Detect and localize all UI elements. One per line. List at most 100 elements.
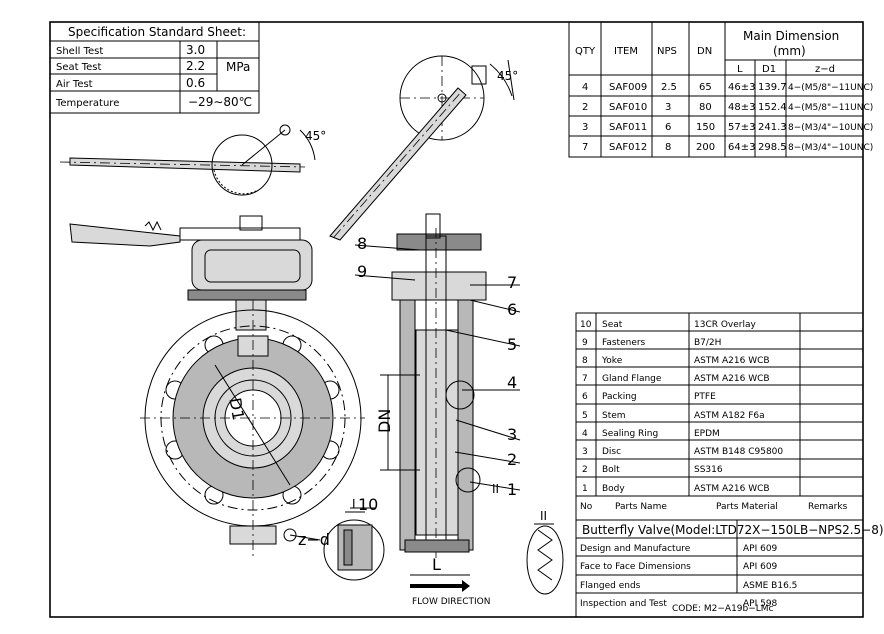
valve-section-view: DN L FLOW DIRECTION 8 9 7 6 5 4 3 2 1 II…	[350, 213, 521, 607]
dim-header-d1: D1	[762, 64, 776, 75]
callout-5: 5	[507, 335, 517, 354]
callout-10: 10	[358, 495, 378, 514]
dim-cell-item: SAF009	[609, 82, 647, 93]
dim-cell-l: 64±3	[728, 142, 755, 153]
angle-label-top: 45°	[497, 69, 518, 83]
dim-header-dn: DN	[697, 46, 712, 57]
dim-cell-item: SAF012	[609, 142, 647, 153]
part-row: 9 Fasteners B7/2H	[582, 338, 721, 348]
dim-cell-zd: 4−(M5/8"−11UNC)	[788, 103, 873, 113]
dim-cell-dn: 65	[699, 82, 712, 93]
dim-cell-qty: 3	[582, 122, 588, 133]
dim-cell-qty: 7	[582, 142, 588, 153]
part-material: ASTM A216 WCB	[694, 356, 770, 366]
part-no: 4	[582, 429, 588, 439]
dim-header-l: L	[737, 64, 743, 75]
callout-7: 7	[507, 273, 517, 292]
part-name: Bolt	[602, 465, 620, 475]
dim-cell-d1: 139.7	[758, 82, 787, 93]
detail-2-marker: II	[492, 482, 499, 496]
lever-side-view: 45°	[59, 124, 326, 196]
dim-cell-dn: 200	[696, 142, 715, 153]
standard-name: Face to Face Dimensions	[580, 562, 691, 572]
dim-cell-dn: 150	[696, 122, 715, 133]
callout-9: 9	[357, 262, 367, 281]
part-material: 13CR Overlay	[694, 320, 757, 330]
dim-cell-l: 46±3	[728, 82, 755, 93]
standard-value: ASME B16.5	[743, 581, 797, 591]
parts-header-material: Parts Material	[716, 502, 778, 512]
spec-row-value: 0.6	[186, 76, 205, 90]
part-name: Fasteners	[602, 338, 646, 348]
spec-row-name: Air Test	[56, 79, 93, 90]
dim-cell-item: SAF011	[609, 122, 647, 133]
part-name: Packing	[602, 392, 637, 402]
dim-cell-d1: 152.4	[758, 102, 787, 113]
operator-front-view	[69, 215, 313, 331]
part-row: 7 Gland Flange ASTM A216 WCB	[582, 374, 770, 384]
standard-value: API 609	[743, 544, 778, 554]
detail-2-label: II	[540, 509, 547, 523]
drawing-code: CODE: M2−A19b−LMc	[672, 604, 774, 614]
spec-temp-value: −29∼80℃	[188, 95, 252, 109]
parts-header-name: Parts Name	[615, 502, 667, 512]
dn-label: DN	[375, 409, 394, 433]
callout-6: 6	[507, 300, 517, 319]
valve-front-view: D1 z−d	[140, 300, 365, 556]
dim-header-zd: z−d	[815, 64, 835, 75]
part-name: Stem	[602, 411, 626, 421]
dim-cell-nps: 3	[665, 102, 671, 113]
dim-cell-zd: 4−(M5/8"−11UNC)	[788, 83, 873, 93]
dim-cell-qty: 2	[582, 102, 588, 113]
standard-value: API 598	[743, 599, 778, 609]
dim-row: 3 SAF011 6 150 57±3 241.3 8−(M3/4"−10UNC…	[582, 122, 873, 133]
part-material: PTFE	[694, 392, 716, 402]
dim-cell-item: SAF010	[609, 102, 647, 113]
dim-cell-nps: 8	[665, 142, 671, 153]
dim-header-main: Main Dimension	[743, 29, 839, 43]
part-no: 8	[582, 356, 588, 366]
part-no: 7	[582, 374, 588, 384]
part-name: Disc	[602, 447, 621, 457]
spec-table: Specification Standard Sheet: Shell Test…	[49, 21, 260, 114]
part-material: EPDM	[694, 429, 720, 439]
part-row: 8 Yoke ASTM A216 WCB	[582, 356, 770, 366]
part-no: 5	[582, 411, 588, 421]
part-material: ASTM B148 C95800	[694, 447, 783, 457]
dim-row: 7 SAF012 8 200 64±3 298.5 8−(M3/4"−10UNC…	[582, 142, 873, 153]
part-material: ASTM A182 F6a	[694, 411, 765, 421]
angle-label-side: 45°	[305, 129, 326, 143]
dim-cell-zd: 8−(M3/4"−10UNC)	[788, 143, 873, 153]
lever-rotated-view: 45°	[329, 55, 518, 241]
dim-row: 4 SAF009 2.5 65 46±3 139.7 4−(M5/8"−11UN…	[582, 82, 873, 93]
spec-row-value: 3.0	[186, 43, 205, 57]
d1-dimension-label: D1	[225, 396, 248, 421]
spec-unit: MPa	[226, 60, 250, 74]
dim-cell-dn: 80	[699, 102, 712, 113]
detail-1-label: I	[352, 497, 356, 511]
part-material: SS316	[694, 465, 723, 475]
callout-1: 1	[507, 480, 517, 499]
part-row: 6 Packing PTFE	[582, 392, 716, 402]
part-name: Sealing Ring	[602, 429, 658, 439]
part-no: 6	[582, 392, 588, 402]
standard-name: Inspection and Test	[580, 599, 667, 609]
dim-cell-nps: 2.5	[661, 82, 677, 93]
dimension-table: QTY ITEM NPS DN Main Dimension (mm) L D1…	[568, 21, 873, 158]
dim-header-qty: QTY	[575, 46, 596, 57]
callout-3: 3	[507, 425, 517, 444]
part-no: 2	[582, 465, 588, 475]
spec-row-name: Shell Test	[56, 46, 103, 57]
standard-name: Flanged ends	[580, 581, 641, 591]
part-row: 3 Disc ASTM B148 C95800	[582, 447, 783, 457]
spec-temp-label: Temperature	[55, 98, 119, 109]
part-row: 2 Bolt SS316	[582, 465, 723, 475]
parts-table: 10 Seat 13CR Overlay 9 Fasteners B7/2H 8…	[575, 312, 884, 618]
dim-cell-l: 48±3	[728, 102, 755, 113]
part-no: 10	[580, 320, 592, 330]
spec-row-value: 2.2	[186, 59, 205, 73]
dim-header-unit: (mm)	[773, 44, 806, 58]
dim-cell-nps: 6	[665, 122, 671, 133]
